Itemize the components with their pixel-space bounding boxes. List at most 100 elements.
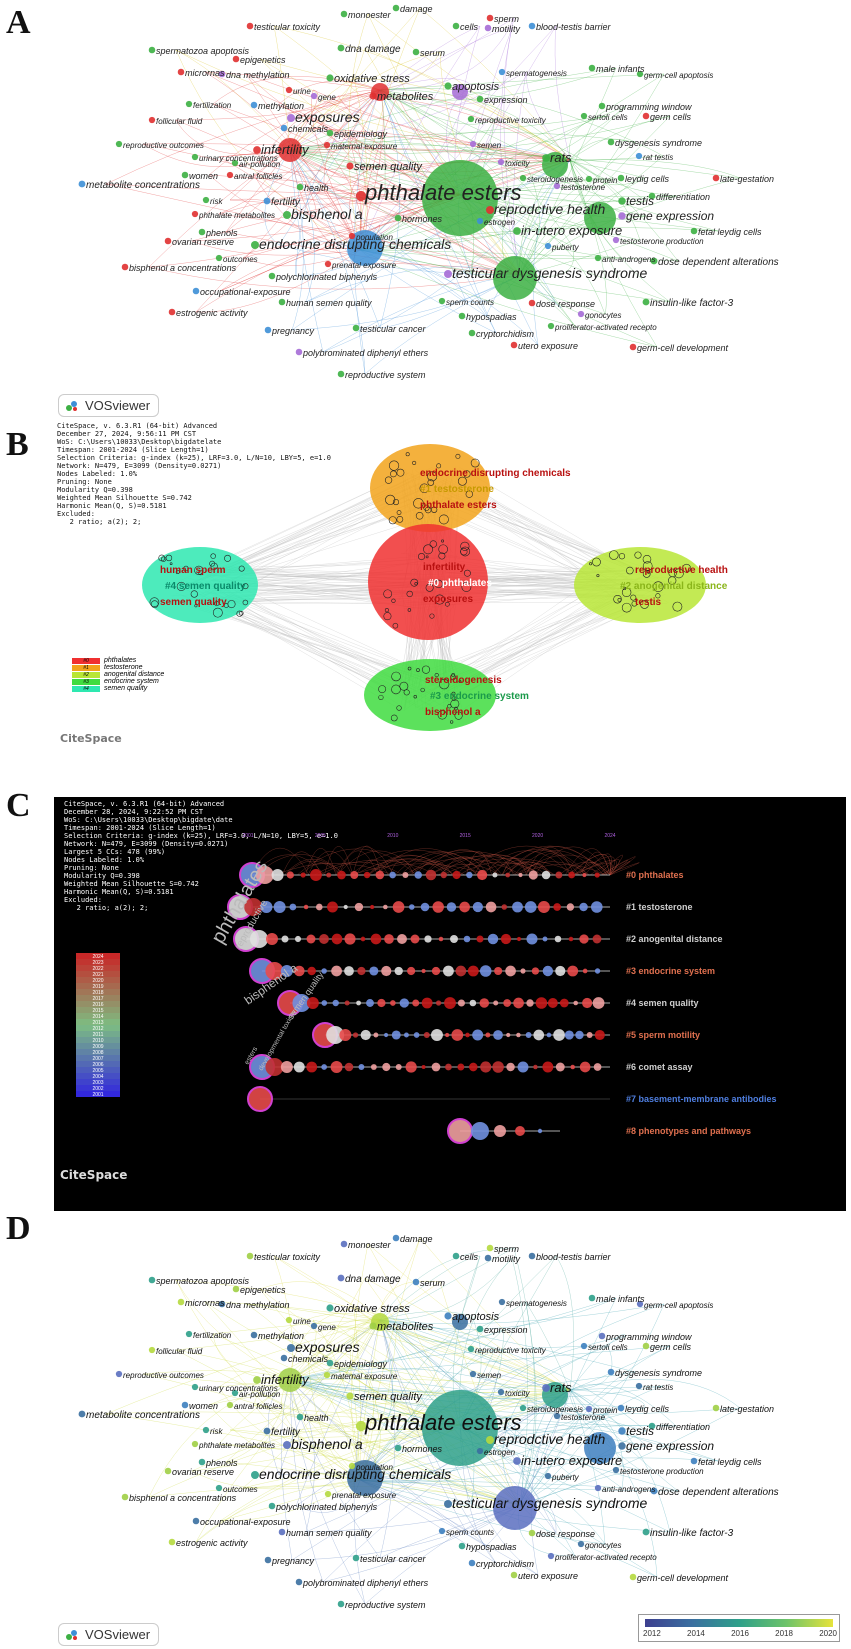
edge [359,1348,496,1481]
cluster-node [457,476,467,486]
timeline-node [331,933,343,945]
meta-line: Pruning: None [64,864,119,872]
timeline-node [377,998,386,1008]
edge [212,1333,521,1506]
legend-swatch: #3 [72,678,100,685]
keyword-label: germ-cell development [637,343,729,353]
node [326,129,334,137]
node [232,1285,240,1293]
node [337,370,345,378]
timeline-node [493,1030,503,1040]
keyword-label: epigenetics [240,1285,286,1295]
edge [554,25,571,161]
legend-swatch: #0 [72,657,100,664]
scale-swatch [76,959,120,965]
edge [229,89,381,201]
edge [337,95,571,161]
edge [396,95,571,161]
edge [212,1333,291,1381]
timeline-node [452,870,461,880]
timeline-node [438,936,444,942]
timeline-node [594,872,600,878]
cluster-node [190,590,198,598]
keyword-label: monoester [348,10,392,20]
cluster-node [434,672,439,678]
node [476,217,484,225]
keyword-label: gonocytes [585,1541,621,1550]
node [253,146,261,154]
timeline-node [420,902,430,912]
timeline-node [480,1061,492,1073]
keyword-label: follicular fluid [156,1347,203,1356]
scale-year: 2017 [92,996,103,1002]
scale-year: 2014 [92,1014,103,1020]
timeline-node [321,1064,328,1070]
timeline-row: #7 basement-membrane antibodies [247,1086,777,1112]
cluster-node [455,453,461,459]
edge [295,89,381,277]
citation-arc [441,856,488,876]
node [712,174,720,182]
edge [289,1379,315,1533]
keyword-label: puberty [551,243,580,252]
edge [569,1384,677,1427]
edge [212,76,381,105]
timeline-node [567,965,579,977]
keyword-label: polybrominated diphenyl ethers [302,348,429,358]
node [577,310,585,318]
node [547,1552,555,1560]
keyword-label: population [355,1463,393,1472]
cluster-node [621,602,632,613]
citation-arc [367,854,450,876]
edge [569,1389,641,1471]
meta-line: Modularity Q=0.398 [57,486,133,494]
timeline-node [363,871,371,879]
edge [359,1407,646,1481]
node [629,343,637,351]
timeline-node [564,1030,574,1040]
edge [569,159,679,262]
edge [289,115,671,154]
citation-arc [400,852,486,876]
node [412,1278,420,1286]
cluster-node [423,504,430,511]
keyword-label: proliferator-activated recepto [554,323,657,332]
timeline-node [247,1086,273,1112]
node [598,1332,606,1340]
citation-arc [506,850,580,876]
node [392,4,400,12]
node [528,1529,536,1537]
meta-line: Selection Criteria: g-index (k=25), LRF=… [64,832,338,840]
keyword-label: endocrine disrupting chemicals [259,1466,451,1482]
edge [364,1277,521,1506]
node [618,1442,626,1450]
keyword-label: germ-cell apoptosis [644,1301,713,1310]
keyword-label: prenatal exposure [331,1491,397,1500]
edge [289,51,441,151]
keyword-label: semen quality [354,1391,423,1403]
edge [289,1379,487,1547]
keyword-label: insulin-like factor-3 [650,1528,734,1539]
edge [359,1255,557,1481]
edge [278,89,381,246]
node [148,116,156,124]
edge [289,132,636,151]
timeline-node [457,999,465,1007]
timeline-node [391,1030,401,1040]
node [580,1342,588,1350]
colorbar-tick: 2016 [731,1629,749,1638]
scale-year: 2001 [92,1092,103,1098]
node [497,1388,505,1396]
timeline-node [466,871,473,879]
edge [289,149,381,329]
node [498,1298,506,1306]
cluster-node [438,678,450,690]
timeline-node [575,1030,584,1040]
edge [569,159,658,348]
timeline-node [431,966,441,976]
edge [379,73,665,91]
citation-arc [324,846,353,876]
node [352,324,360,332]
node [202,196,210,204]
